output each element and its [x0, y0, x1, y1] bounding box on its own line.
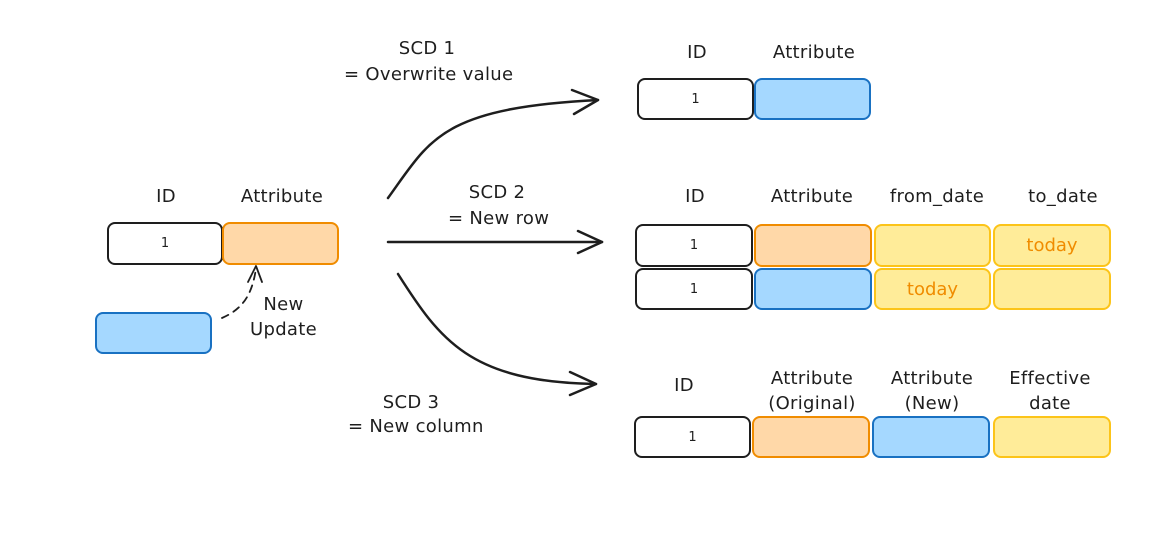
scd2-from-date-header: from_date [889, 186, 985, 207]
scd3-id-cell: 1 [634, 416, 751, 458]
scd2-attribute-header: Attribute [770, 186, 854, 207]
new-value-cell [95, 312, 212, 354]
scd2-row1-to-date-cell: today [993, 224, 1111, 267]
source-id-cell: 1 [107, 222, 223, 265]
scd2-row2-from-date-cell: today [874, 268, 991, 310]
scd2-row1-attribute-cell [754, 224, 872, 267]
scd2-row1-id-cell: 1 [635, 224, 753, 267]
scd3-attribute-original-header: Attribute (Original) [768, 368, 856, 414]
scd3-title: SCD 3 [382, 392, 440, 413]
scd1-id-cell: 1 [637, 78, 754, 120]
scd2-to-date-header: to_date [1028, 186, 1098, 207]
scd3-subtitle: = New column [348, 416, 484, 437]
scd1-attribute-header: Attribute [772, 42, 856, 63]
source-attribute-cell [222, 222, 339, 265]
update-arrowhead [247, 265, 263, 283]
scd2-arrowhead [576, 229, 604, 255]
scd2-row2-id-cell: 1 [635, 268, 753, 310]
scd1-title: SCD 1 [398, 38, 456, 59]
scd1-attribute-cell [754, 78, 871, 120]
scd3-attribute-new-cell [872, 416, 990, 458]
scd2-row2-attribute-cell [754, 268, 872, 310]
scd2-title: SCD 2 [468, 182, 526, 203]
scd3-attribute-new-header: Attribute (New) [890, 368, 974, 414]
scd2-row2-to-date-cell [993, 268, 1111, 310]
scd2-id-header: ID [685, 186, 705, 207]
update-arrow [221, 267, 257, 319]
source-id-header: ID [156, 186, 176, 207]
scd3-effective-date-header: Effective date [1009, 368, 1091, 414]
scd3-effective-date-cell [993, 416, 1111, 458]
scd2-subtitle: = New row [448, 208, 550, 229]
scd2-row1-from-date-cell [874, 224, 991, 267]
new-update-label: New Update [250, 294, 317, 340]
scd1-arrowhead [570, 88, 600, 116]
scd1-subtitle: = Overwrite value [344, 64, 514, 85]
scd1-id-header: ID [687, 42, 707, 63]
scd3-id-header: ID [674, 375, 694, 396]
source-attribute-header: Attribute [240, 186, 324, 207]
scd1-arrow [386, 98, 600, 200]
scd3-arrow [396, 272, 598, 386]
scd3-arrowhead [568, 370, 598, 397]
scd3-attribute-original-cell [752, 416, 870, 458]
